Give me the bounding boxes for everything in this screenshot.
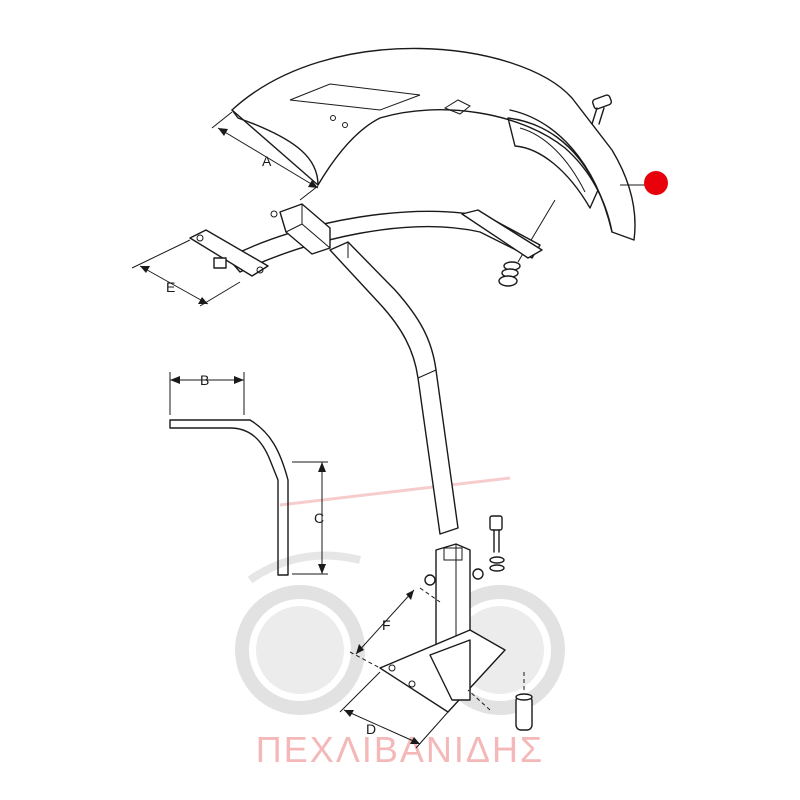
post-tube [329, 241, 459, 535]
fender-notch [443, 99, 471, 115]
dim-b-arrow-end [234, 376, 244, 384]
watermark-logo: ΠΕΧΛΙΒΑΝΙΔΗΣ [235, 476, 565, 770]
plate-hole-1 [196, 234, 204, 242]
base-hole-2 [408, 680, 416, 688]
dim-f-arrow-start [406, 590, 414, 600]
dim-e-label: E [166, 279, 175, 295]
dim-d-arrow-start [344, 710, 354, 717]
fender-hole-2 [342, 122, 348, 128]
bracket-mount-plate [189, 229, 269, 277]
dim-a-arrow-start [218, 128, 228, 136]
dim-e-extension [131, 239, 241, 307]
fender-bolt [591, 94, 613, 125]
fender-window-inner [519, 127, 586, 193]
upper-bracket [189, 203, 543, 277]
dimension-a: A [211, 111, 319, 201]
dim-f-line [355, 589, 415, 655]
fender-bolt-shank [591, 107, 605, 125]
dim-d-arrow-end [410, 737, 420, 744]
fender-front-lip [231, 109, 319, 186]
dim-d-line [343, 709, 421, 745]
nut-stack [498, 261, 521, 287]
dimension-f: F [349, 587, 441, 669]
watermark-tractor-line [279, 476, 511, 507]
dim-c-arrow-start [318, 462, 326, 472]
support-post [329, 241, 506, 713]
dimension-c: C [292, 461, 328, 575]
bushing-top [515, 693, 533, 701]
fender-side-window [507, 117, 599, 209]
nut [498, 275, 518, 287]
plate-hole-2 [256, 266, 264, 274]
profile-outline [169, 419, 289, 576]
top-bolt-head [489, 515, 503, 531]
bracket-plate-block [213, 257, 227, 269]
top-bolt-nut [489, 564, 505, 572]
fender [231, 47, 636, 241]
dim-c-label: C [314, 510, 324, 526]
red-marker-dot [644, 171, 668, 195]
dim-b-extension [169, 372, 245, 415]
bushing-body [515, 695, 533, 731]
dimension-d: D [339, 671, 449, 749]
dimension-b: B [169, 372, 245, 415]
post-gusset [429, 639, 471, 701]
dim-a-line [217, 127, 319, 189]
dim-f-label: F [382, 617, 391, 633]
bottom-bushing [467, 670, 533, 731]
watermark-hub-left [256, 606, 344, 694]
socket-top-bolt [489, 515, 505, 572]
bushing-leader [467, 670, 525, 711]
dim-d-extension [339, 671, 449, 749]
fender-top-panel [289, 83, 421, 111]
clamp-bolt [270, 210, 278, 218]
watermark-fender-arc [247, 551, 361, 584]
bracket-end-tab [461, 209, 543, 259]
socket-bolt-left [424, 574, 436, 586]
fender-bolt-head [591, 94, 613, 110]
dim-b-label: B [200, 372, 209, 388]
dim-a-arrow-end [308, 180, 318, 188]
bracket-clamp-edges [285, 204, 331, 249]
top-bolt-shank [493, 529, 500, 553]
dim-f-extension [349, 587, 441, 669]
dim-d-label: D [366, 721, 376, 737]
dim-e-arrow-start [140, 266, 150, 273]
dim-e-line [139, 265, 209, 305]
fender-rear-edge [509, 109, 613, 233]
profile-sketch [169, 419, 289, 576]
dim-a-extension [211, 111, 319, 201]
dim-f-arrow-end [356, 644, 364, 654]
socket-bolt-right [472, 568, 484, 580]
dim-c-arrow-end [318, 564, 326, 574]
top-bolt-washer [489, 556, 505, 564]
base-hole-1 [388, 664, 396, 672]
dim-b-arrow-start [170, 376, 180, 384]
watermark-text: ΠΕΧΛΙΒΑΝΙΔΗΣ [256, 729, 544, 770]
fender-hole-1 [330, 115, 336, 121]
dimension-e: E [131, 239, 241, 307]
dim-e-arrow-end [198, 297, 208, 304]
dim-a-label: A [262, 153, 272, 169]
post-tube-edges [347, 242, 437, 379]
